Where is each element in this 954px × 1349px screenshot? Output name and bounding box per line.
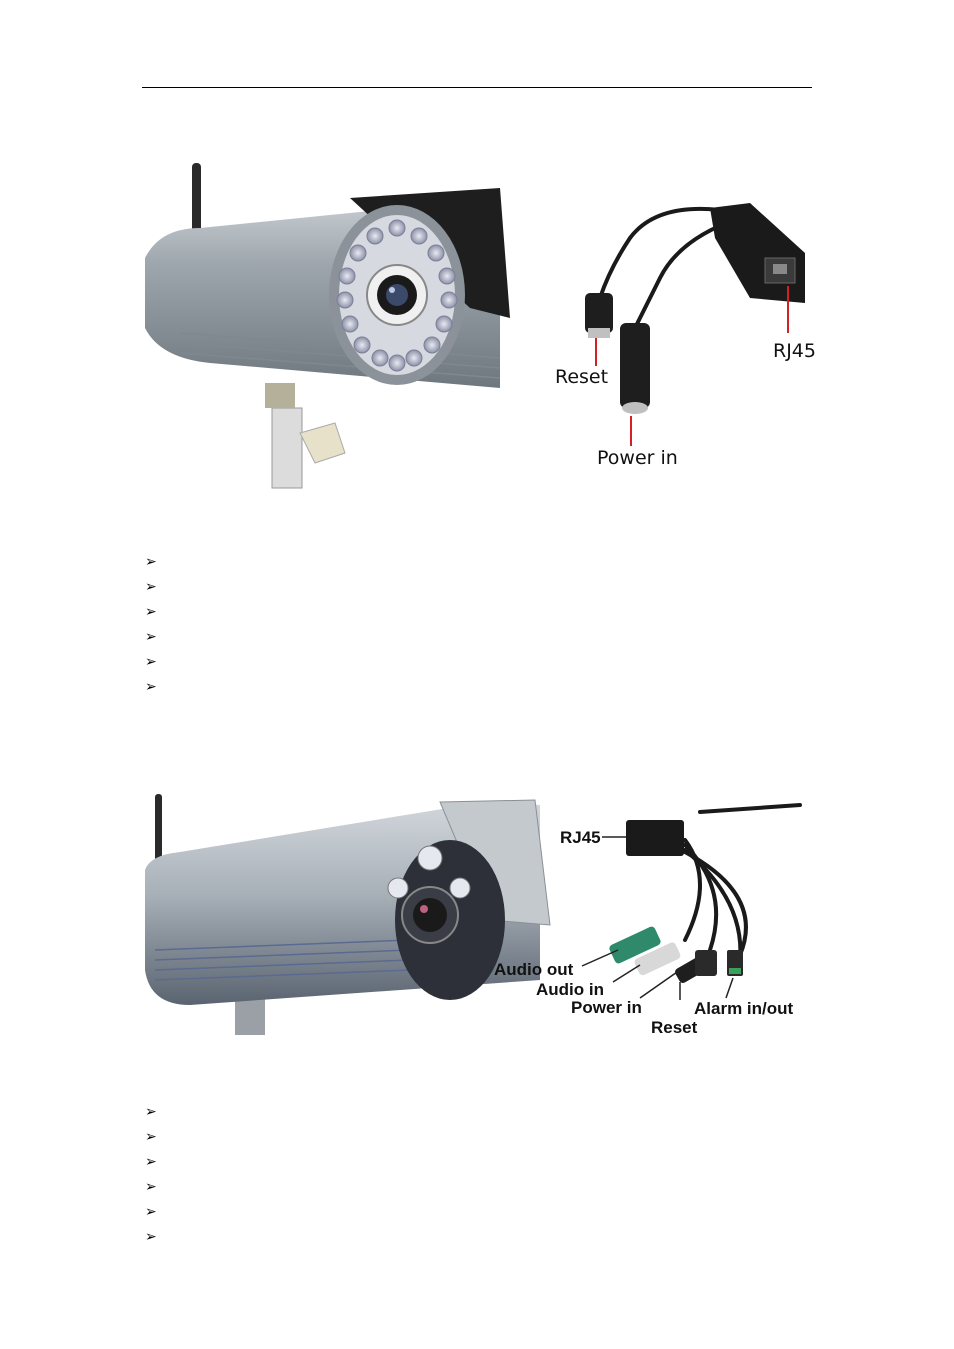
reset-jack <box>585 293 613 333</box>
arrow-bullet-icon: ➢ <box>145 603 157 619</box>
reset-plug <box>695 950 717 976</box>
rj45-connector <box>710 203 805 303</box>
arrow-bullet-icon: ➢ <box>145 1103 157 1119</box>
audio-in-plug <box>634 942 681 976</box>
camera-figure-2: RJ45 Audio out Audio in Power in Reset A… <box>145 794 802 1037</box>
label-reset: Reset <box>555 366 608 388</box>
antenna <box>155 794 162 874</box>
arrow-bullet-icon: ➢ <box>145 578 157 594</box>
camera-figure-1: Reset Power in RJ45 <box>145 163 816 489</box>
label-audio-in: Audio in <box>536 980 604 999</box>
mount-pole <box>271 407 303 489</box>
audio-out-plug <box>609 926 661 964</box>
arrow-bullet-icon: ➢ <box>145 653 157 669</box>
arrow-bullet-icon: ➢ <box>145 1228 157 1244</box>
label-power-in: Power in <box>571 998 642 1017</box>
label-rj45: RJ45 <box>773 340 816 362</box>
arrow-bullet-icon: ➢ <box>145 1203 157 1219</box>
mount-base <box>235 995 265 1035</box>
label-rj45: RJ45 <box>560 828 601 847</box>
arrow-bullet-icon: ➢ <box>145 1128 157 1144</box>
arrow-bullet-icon: ➢ <box>145 1153 157 1169</box>
label-alarm: Alarm in/out <box>694 999 794 1018</box>
label-reset: Reset <box>651 1018 698 1037</box>
arrow-bullet-icon: ➢ <box>145 553 157 569</box>
arrow-bullet-icon: ➢ <box>145 628 157 644</box>
arrow-bullet-icon: ➢ <box>145 1178 157 1194</box>
header-rule <box>142 87 812 88</box>
power-in-jack <box>620 323 650 408</box>
label-power-in: Power in <box>597 447 678 469</box>
label-audio-out: Audio out <box>494 960 574 979</box>
rj45-connector <box>626 820 684 856</box>
arrow-bullet-icon: ➢ <box>145 678 157 694</box>
